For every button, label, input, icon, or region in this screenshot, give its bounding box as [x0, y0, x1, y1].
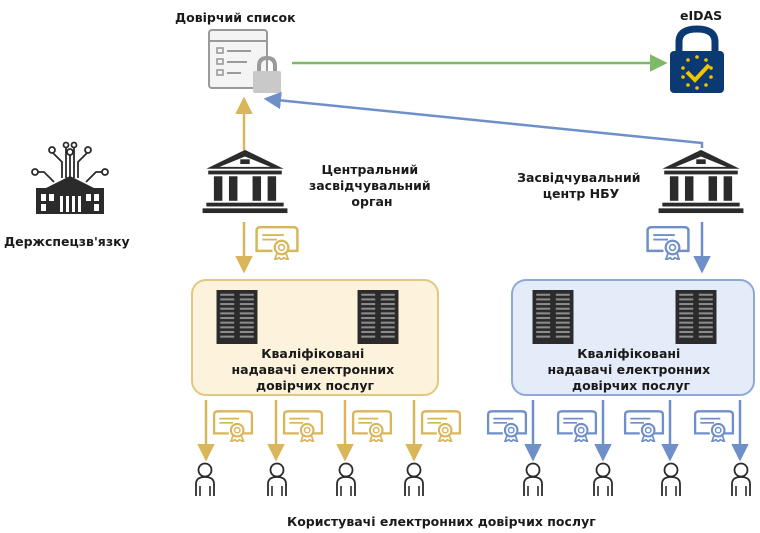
trusted-list-document-lock-icon	[208, 29, 281, 93]
server-rack-icon	[216, 290, 258, 344]
server-rack-icon	[532, 290, 574, 344]
central-authority-label: Центральний засвідчувальний орган	[309, 162, 435, 209]
certificate-icon	[623, 410, 665, 442]
qtsp-right-box: Кваліфіковані надавачі електронних довір…	[511, 279, 755, 396]
user-icon	[195, 462, 215, 497]
certificate-icon	[486, 410, 528, 442]
government-circuit-building-icon	[31, 141, 109, 214]
blue-user-arrows	[524, 400, 749, 462]
qtsp-left-label: Кваліфіковані надавачі електронних довір…	[232, 346, 399, 393]
certificate-icon	[212, 410, 254, 442]
nbu-center-label: Засвідчувальний центр НБУ	[517, 170, 645, 201]
certificate-icon	[420, 410, 462, 442]
user-icon	[404, 462, 424, 497]
user-icon	[523, 462, 543, 497]
qtsp-right-label: Кваліфіковані надавачі електронних довір…	[548, 346, 715, 393]
server-rack-icon	[357, 290, 399, 344]
certificate-icon	[693, 410, 735, 442]
certificate-icon	[556, 410, 598, 442]
nbu-center-bank-icon	[658, 149, 744, 214]
user-icon	[336, 462, 356, 497]
qtsp-left-box: Кваліфіковані надавачі електронних довір…	[191, 279, 439, 396]
user-icon	[661, 462, 681, 497]
trusted-list-label: Довірчий список	[175, 10, 296, 25]
user-icon	[267, 462, 287, 497]
user-icon	[731, 462, 751, 497]
gold-user-arrows	[197, 400, 423, 462]
certificate-icon	[646, 226, 690, 260]
certificate-icon	[255, 226, 299, 260]
regulator-label: Держспецзв'язку	[4, 234, 130, 249]
server-rack-icon	[675, 290, 717, 344]
users-label: Користувачі електронних довірчих послуг	[287, 514, 596, 529]
user-icon	[593, 462, 613, 497]
certificate-icon	[351, 410, 393, 442]
certificate-icon	[282, 410, 324, 442]
blue-arrow-nbu-to-trusted-list	[263, 91, 704, 148]
eidas-label: eIDAS	[680, 8, 722, 23]
central-authority-bank-icon	[202, 149, 288, 214]
eidas-padlock-icon	[670, 25, 724, 93]
